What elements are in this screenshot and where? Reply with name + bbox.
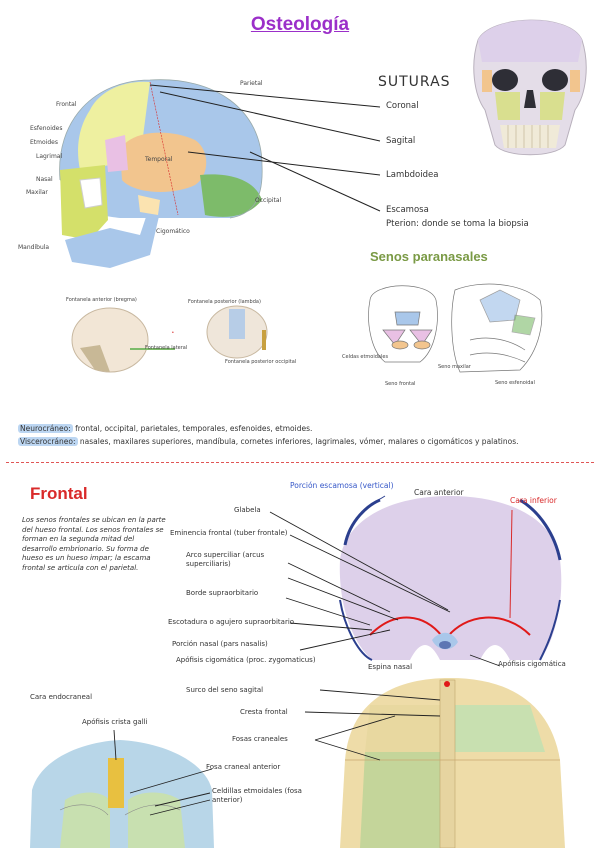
- label-nasal: Nasal: [36, 176, 53, 183]
- caption-cara-endocraneal: Cara endocraneal: [30, 693, 93, 701]
- viscerocraneo-label: Viscerocráneo:: [18, 437, 78, 446]
- label-borde-supraorbitario: Borde supraorbitario: [186, 589, 259, 597]
- frontal-description: Los senos frontales se ubican en la part…: [22, 516, 166, 572]
- label-cresta-frontal: Cresta frontal: [240, 708, 288, 716]
- label-porcion-nasal: Porción nasal (pars nasalis): [172, 640, 268, 648]
- label-glabela: Glabela: [234, 506, 261, 514]
- label-mandibula: Mandíbula: [18, 244, 50, 251]
- page-title: Osteología: [250, 14, 350, 35]
- lateral-skull-figure: [59, 79, 263, 268]
- frontal-heading: Frontal: [30, 484, 88, 503]
- label-frontal: Frontal: [56, 101, 77, 108]
- label-celdillas-etmoidales: Celdillas etmoidales (fosa anterior): [212, 787, 302, 804]
- caption-seno-frontal: Seno frontal: [385, 381, 416, 387]
- label-esfenoides: Esfenoides: [30, 125, 63, 132]
- caption-seno-maxilar: Seno maxilar: [438, 364, 471, 370]
- viscerocraneo-list: nasales, maxilares superiores, mandíbula…: [79, 437, 519, 446]
- caption-fontanela-occipital: Fontanela posterior occipital: [225, 359, 297, 365]
- label-etmoides: Etmoides: [30, 139, 58, 146]
- label-espina-nasal: Espina nasal: [368, 663, 413, 671]
- label-surco-seno-sagital: Surco del seno sagital: [186, 686, 264, 694]
- frontal-skull-figure: [473, 19, 587, 156]
- label-temporal: Temporal: [145, 156, 173, 163]
- caption-seno-esfenoidal: Seno esfenoidal: [495, 380, 535, 386]
- label-fosas-craneales: Fosas craneales: [232, 735, 288, 743]
- neurocraneo-line: Neurocráneo: frontal, occipital, parieta…: [18, 424, 312, 433]
- cranial-base-figure: [30, 740, 214, 848]
- label-apofisis-cigomatica-left: Apófisis cigomática (proc. zygomaticus): [176, 656, 316, 664]
- viscerocraneo-line: Viscerocráneo: nasales, maxilares superi…: [18, 437, 519, 446]
- label-lagrimal: Lagrimal: [36, 153, 63, 160]
- label-fosa-craneal-anterior: Fosa craneal anterior: [206, 763, 281, 771]
- suture-sagital-label: Sagital: [386, 136, 416, 146]
- neurocraneo-list: frontal, occipital, parietales, temporal…: [75, 424, 313, 433]
- suture-coronal-label: Coronal: [386, 101, 419, 111]
- label-arco-superciliar: Arco superciliar (arcus superciliaris): [186, 551, 265, 568]
- sinus-figures: [368, 283, 543, 373]
- suture-lambdoidea-label: Lambdoidea: [386, 170, 439, 180]
- frontal-bone-anterior-figure: [339, 495, 562, 661]
- caption-fontanela-posterior: Fontanela posterior (lambda): [188, 299, 261, 305]
- label-eminencia-frontal: Eminencia frontal (tuber frontale): [170, 529, 288, 537]
- frontal-bone-interior-figure: [340, 678, 565, 848]
- label-escotadura: Escotadura o agujero supraorbitario: [168, 618, 295, 626]
- caption-celdas-etmoidales: Celdas etmoidales: [342, 354, 389, 360]
- suturas-heading: SUTURAS: [378, 74, 451, 90]
- section-divider: [6, 462, 594, 463]
- caption-fontanela-lateral: Fontanela lateral: [145, 345, 188, 351]
- fontanelle-figures: •: [71, 305, 268, 373]
- label-occipital: Occipital: [255, 197, 282, 204]
- label-cara-inferior: Cara inferior: [510, 496, 557, 505]
- senos-heading: Senos paranasales: [370, 249, 488, 264]
- label-apofisis-cigomatica-right: Apófisis cigomática: [498, 660, 566, 668]
- label-cara-anterior: Cara anterior: [414, 488, 464, 497]
- label-parietal: Parietal: [240, 80, 263, 87]
- label-maxilar: Maxilar: [26, 189, 48, 196]
- pterion-label: Pterion: donde se toma la biopsia: [386, 219, 529, 229]
- neurocraneo-label: Neurocráneo:: [18, 424, 73, 433]
- caption-fontanela-anterior: Fontanela anterior (bregma): [66, 297, 137, 303]
- label-crista-galli: Apófisis crista galli: [82, 718, 148, 726]
- svg-text:•: •: [172, 330, 174, 336]
- suture-escamosa-label: Escamosa: [386, 205, 429, 215]
- label-porcion-escamosa: Porción escamosa (vertical): [290, 481, 394, 490]
- label-cigomatico: Cigomático: [156, 228, 190, 235]
